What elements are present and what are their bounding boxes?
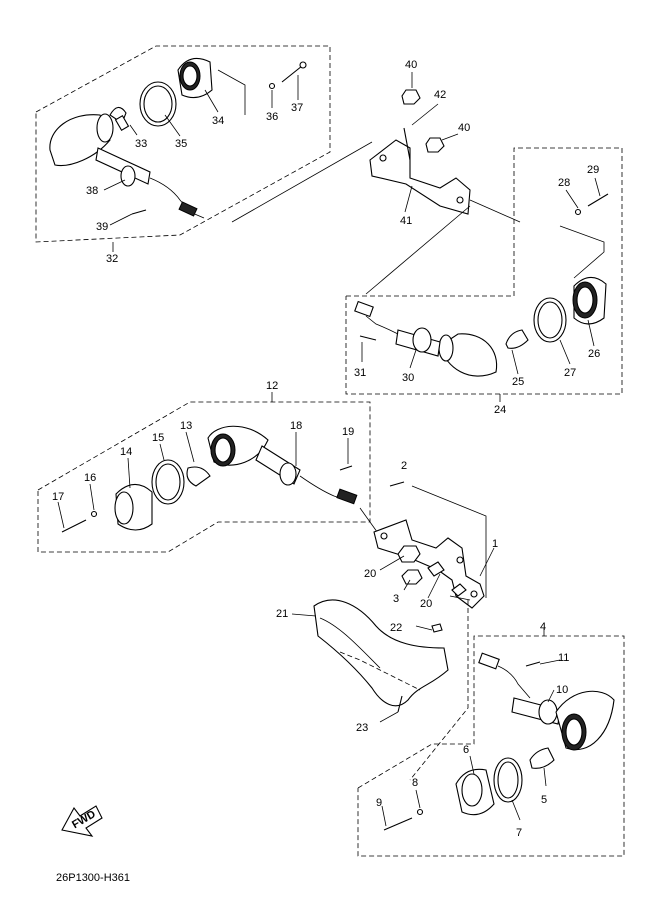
callout-38: 38 bbox=[86, 185, 98, 197]
callout-23: 23 bbox=[356, 722, 368, 734]
callout-15: 15 bbox=[152, 432, 164, 444]
callout-39: 39 bbox=[96, 221, 108, 233]
callout-32: 32 bbox=[106, 253, 118, 265]
callout-17: 17 bbox=[52, 491, 64, 503]
callout-31: 31 bbox=[354, 367, 366, 379]
callout-36: 36 bbox=[266, 111, 278, 123]
assembly-12 bbox=[37, 392, 381, 553]
callout-42: 42 bbox=[434, 89, 446, 101]
callout-4: 4 bbox=[540, 621, 546, 633]
callout-labels: 1 2 3 4 5 6 7 8 9 10 11 12 13 14 15 16 1… bbox=[52, 59, 600, 839]
callout-5: 5 bbox=[541, 794, 547, 806]
callout-7: 7 bbox=[516, 827, 522, 839]
callout-20b: 20 bbox=[420, 598, 432, 610]
callout-24: 24 bbox=[494, 404, 506, 416]
callout-19: 19 bbox=[342, 426, 354, 438]
callout-26: 26 bbox=[588, 348, 600, 360]
bracket-41 bbox=[231, 72, 521, 295]
callout-25: 25 bbox=[512, 376, 524, 388]
bracket bbox=[369, 139, 471, 215]
stem bbox=[95, 147, 151, 185]
callout-33: 33 bbox=[135, 138, 147, 150]
lens-cone bbox=[49, 114, 111, 167]
callout-29: 29 bbox=[587, 164, 599, 176]
callout-14: 14 bbox=[120, 446, 132, 458]
callout-6: 6 bbox=[463, 744, 469, 756]
callout-13: 13 bbox=[180, 420, 192, 432]
callout-27: 27 bbox=[564, 367, 576, 379]
callout-10: 10 bbox=[556, 684, 568, 696]
diagram-code: 26P1300-H361 bbox=[56, 872, 131, 884]
callout-1: 1 bbox=[492, 538, 498, 550]
assembly-24 bbox=[345, 147, 623, 402]
callout-37: 37 bbox=[291, 102, 303, 114]
callout-35: 35 bbox=[175, 138, 187, 150]
callout-28: 28 bbox=[558, 177, 570, 189]
nut bbox=[401, 89, 421, 105]
assembly-4 bbox=[357, 628, 625, 857]
callout-22: 22 bbox=[390, 622, 402, 634]
callout-40a: 40 bbox=[405, 59, 417, 71]
callout-21: 21 bbox=[276, 608, 288, 620]
callout-30: 30 bbox=[402, 372, 414, 384]
callout-8: 8 bbox=[412, 777, 418, 789]
bracket-1 bbox=[373, 481, 495, 609]
callout-40b: 40 bbox=[458, 122, 470, 134]
callout-34: 34 bbox=[212, 115, 224, 127]
callout-11: 11 bbox=[558, 652, 569, 664]
callout-16: 16 bbox=[84, 472, 96, 484]
fwd-arrow-icon: FWD bbox=[61, 805, 103, 837]
cover-21 bbox=[291, 599, 469, 781]
callout-3: 3 bbox=[393, 593, 399, 605]
callout-41: 41 bbox=[400, 215, 412, 227]
callout-9: 9 bbox=[376, 797, 382, 809]
callout-20a: 20 bbox=[364, 568, 376, 580]
callout-12: 12 bbox=[266, 380, 278, 392]
assembly-32 bbox=[35, 45, 331, 252]
callout-2: 2 bbox=[401, 460, 407, 472]
callout-18: 18 bbox=[290, 420, 302, 432]
